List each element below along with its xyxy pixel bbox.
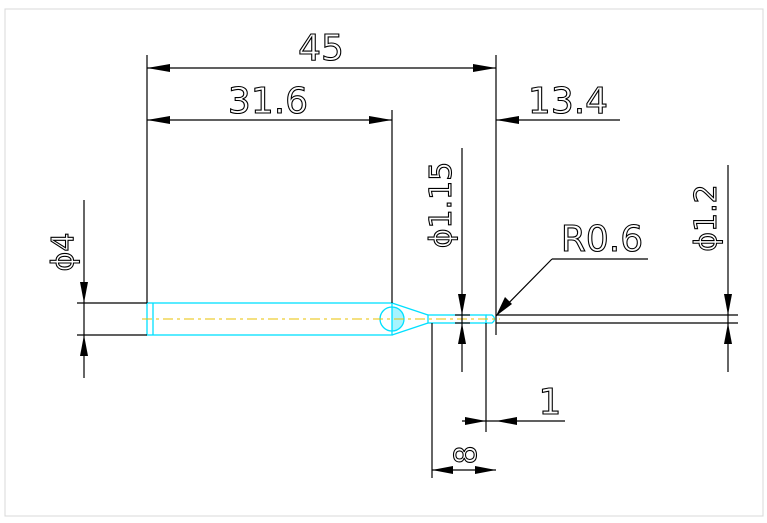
neck-diameter-label: ϕ1.15: [424, 162, 459, 249]
neck-reach-label: 8: [449, 445, 484, 464]
dimension-shank-length: 31.6: [147, 80, 393, 303]
shank-diameter-label: ϕ4: [46, 233, 81, 272]
dimension-neck-reach: 8: [431, 323, 496, 478]
overall-length-label: 45: [298, 28, 344, 69]
cut-length-label: 1: [539, 382, 562, 423]
end-mill-outline: [142, 302, 500, 336]
dimension-tip-radius: R0.6: [495, 218, 648, 317]
tip-diameter-label: ϕ1.2: [689, 184, 724, 252]
shank-length-label: 31.6: [228, 81, 308, 122]
dimension-tip-diameter: ϕ1.2: [496, 165, 738, 372]
dimension-cut-length: 1: [462, 323, 565, 432]
neck-taper: [391, 302, 429, 336]
dimension-shank-diameter: ϕ4: [45, 200, 147, 378]
dimension-neck-diameter: ϕ1.15: [423, 148, 470, 372]
tip-radius-label: R0.6: [561, 219, 643, 260]
drawing-frame: [4, 8, 764, 517]
neck-length-label: 13.4: [528, 81, 608, 122]
dimension-neck-length: 13.4: [496, 80, 620, 124]
dimension-overall-length: 45: [146, 27, 497, 335]
